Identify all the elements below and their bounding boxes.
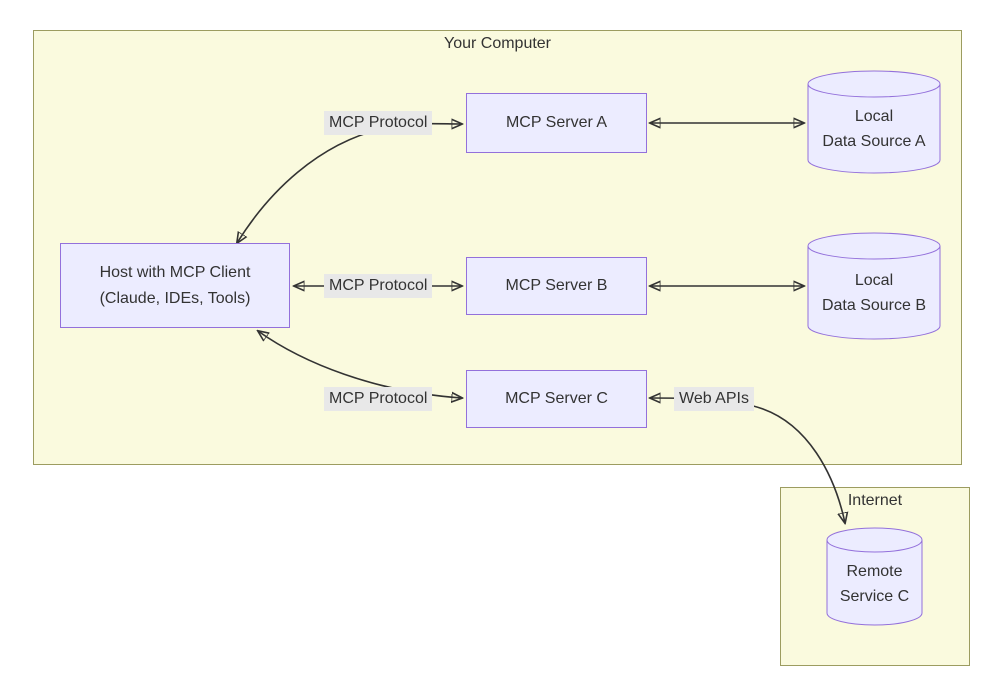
local-data-source-a-label: Local Data Source A bbox=[807, 70, 941, 174]
mcp-server-b-node: MCP Server B bbox=[466, 257, 647, 315]
remote-service-c-line1: Remote bbox=[846, 562, 903, 580]
edge-label-mcp-protocol-b: MCP Protocol bbox=[324, 274, 433, 298]
internet-title: Internet bbox=[847, 492, 903, 509]
local-data-source-a-line2: Data Source A bbox=[822, 133, 926, 150]
edge-label-web-apis: Web APIs bbox=[674, 387, 754, 411]
cylinder-shape bbox=[807, 70, 941, 174]
mcp-server-a-label: MCP Server A bbox=[505, 114, 608, 131]
mcp-server-c-node: MCP Server C bbox=[466, 370, 647, 428]
host-label-line2: (Claude, IDEs, Tools) bbox=[99, 289, 251, 307]
local-data-source-b-label: Local Data Source B bbox=[807, 232, 941, 340]
your-computer-title: Your Computer bbox=[443, 35, 552, 52]
local-data-source-a-line1: Local bbox=[854, 108, 894, 125]
edge-server-c-remote-service bbox=[650, 398, 845, 523]
cylinder-shape bbox=[807, 232, 941, 340]
mcp-server-a-node: MCP Server A bbox=[466, 93, 647, 153]
host-label-line1: Host with MCP Client bbox=[99, 263, 251, 281]
edge-label-mcp-protocol-a: MCP Protocol bbox=[324, 111, 433, 135]
remote-service-c-cylinder: Remote Service C bbox=[826, 527, 923, 626]
local-data-source-a-cylinder: Local Data Source A bbox=[807, 70, 941, 174]
host-node: Host with MCP Client (Claude, IDEs, Tool… bbox=[60, 243, 290, 328]
edge-label-mcp-protocol-c: MCP Protocol bbox=[324, 387, 433, 411]
remote-service-c-line2: Service C bbox=[839, 587, 910, 605]
remote-service-c-label: Remote Service C bbox=[826, 527, 923, 626]
local-data-source-b-line2: Data Source B bbox=[821, 297, 927, 314]
mcp-server-b-label: MCP Server B bbox=[505, 277, 608, 294]
mcp-server-c-label: MCP Server C bbox=[505, 390, 608, 407]
local-data-source-b-line1: Local bbox=[854, 272, 894, 289]
local-data-source-b-cylinder: Local Data Source B bbox=[807, 232, 941, 340]
cylinder-shape bbox=[826, 527, 923, 626]
edge-host-server-a bbox=[237, 124, 462, 243]
